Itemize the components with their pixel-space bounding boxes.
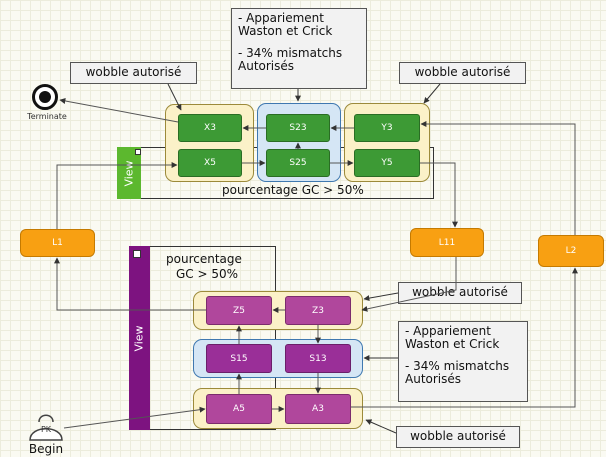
node-a5[interactable]: A5: [206, 394, 272, 424]
top-view-lane-tab[interactable]: View: [117, 147, 141, 199]
node-x5[interactable]: X5: [178, 149, 242, 177]
edge-begin-a5: [63, 406, 206, 429]
edge-l1-x5: [56, 162, 178, 229]
node-l1[interactable]: L1: [20, 229, 95, 257]
edge-a3-l2: [351, 267, 578, 408]
top-lane-gc-label: pourcentage GC > 50%: [222, 183, 364, 197]
node-y3[interactable]: Y3: [354, 114, 420, 142]
lane-collapse-icon[interactable]: [133, 250, 141, 258]
callout-text: wobble autorisé: [85, 65, 182, 79]
callout-pointer-bottom-mid: [363, 292, 399, 302]
edge-z5-l1: [54, 257, 206, 311]
node-s23[interactable]: S23: [266, 114, 330, 142]
callout-wobble-top-right: wobble autorisé: [399, 62, 526, 84]
lane-collapse-icon[interactable]: [135, 149, 141, 155]
terminate-label: Terminate: [27, 112, 67, 121]
callout-line: - Appariement: [405, 324, 491, 338]
callout-wobble-bottom-mid: wobble autorisé: [398, 282, 522, 304]
callout-line: Waston et Crick: [405, 337, 500, 351]
bottom-lane-gc-label-2: GC > 50%: [176, 267, 239, 281]
callout-pointer-top-right: [423, 83, 441, 104]
edge-x3-terminate: [59, 98, 179, 123]
callout-line: - 34% mismatchs: [405, 359, 510, 373]
callout-wobble-top-left: wobble autorisé: [70, 62, 197, 84]
callout-line: Autorisés: [405, 372, 462, 386]
callout-text: wobble autorisé: [412, 285, 508, 299]
callout-pairing-top: - Appariement Waston et Crick - 34% mism…: [231, 8, 367, 89]
callout-wobble-bottom-low: wobble autorisé: [396, 426, 520, 448]
node-x3[interactable]: X3: [178, 114, 242, 142]
callout-text: wobble autorisé: [414, 65, 511, 79]
callout-pointer-bottom-low: [365, 419, 397, 434]
node-a3[interactable]: A3: [285, 394, 351, 424]
begin-label: Begin: [28, 442, 64, 456]
begin-pk-label: PK: [40, 425, 52, 434]
node-z5[interactable]: Z5: [206, 296, 272, 325]
callout-text: wobble autorisé: [410, 429, 506, 443]
bottom-lane-gc-label-1: pourcentage: [166, 252, 242, 266]
node-s15[interactable]: S15: [206, 344, 272, 373]
callout-line: Autorisés: [238, 59, 295, 73]
node-s25[interactable]: S25: [266, 149, 330, 177]
node-s13[interactable]: S13: [285, 344, 351, 373]
begin-icon[interactable]: [27, 410, 65, 442]
terminate-icon[interactable]: [32, 84, 58, 110]
callout-line: Waston et Crick: [238, 24, 333, 38]
callout-line: - 34% mismatchs: [238, 46, 343, 60]
callout-pointer-top-left: [167, 83, 182, 111]
edge-y5-l11: [420, 162, 458, 228]
node-l2[interactable]: L2: [538, 235, 604, 267]
node-l11[interactable]: L11: [410, 228, 484, 257]
edge-l2-y3: [420, 121, 576, 235]
edge-l11-z3: [361, 257, 457, 312]
callout-pairing-bottom: - Appariement Waston et Crick - 34% mism…: [398, 321, 528, 402]
callout-line: - Appariement: [238, 11, 324, 25]
node-z3[interactable]: Z3: [285, 296, 351, 325]
node-y5[interactable]: Y5: [354, 149, 420, 177]
bottom-view-lane-tab[interactable]: View: [129, 246, 150, 430]
